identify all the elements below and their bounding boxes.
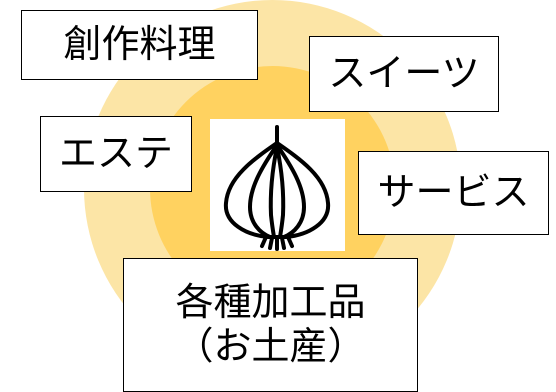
label-service: サービス [358,151,549,235]
onion-icon [223,125,331,251]
label-processed-goods-line1: 各種加工品 [175,280,366,325]
label-creative-cuisine-text: 創作料理 [63,22,216,67]
label-processed-goods-line2: （お土産） [175,324,366,368]
label-creative-cuisine: 創作料理 [21,10,258,80]
label-esthetics: エステ [40,116,192,192]
label-esthetics-text: エステ [58,131,173,176]
label-service-text: サービス [377,170,530,215]
label-sweets-text: スイーツ [328,51,480,96]
onion-panel [210,119,345,251]
label-sweets: スイーツ [309,36,499,112]
label-processed-goods: 各種加工品 （お土産） [123,258,418,392]
